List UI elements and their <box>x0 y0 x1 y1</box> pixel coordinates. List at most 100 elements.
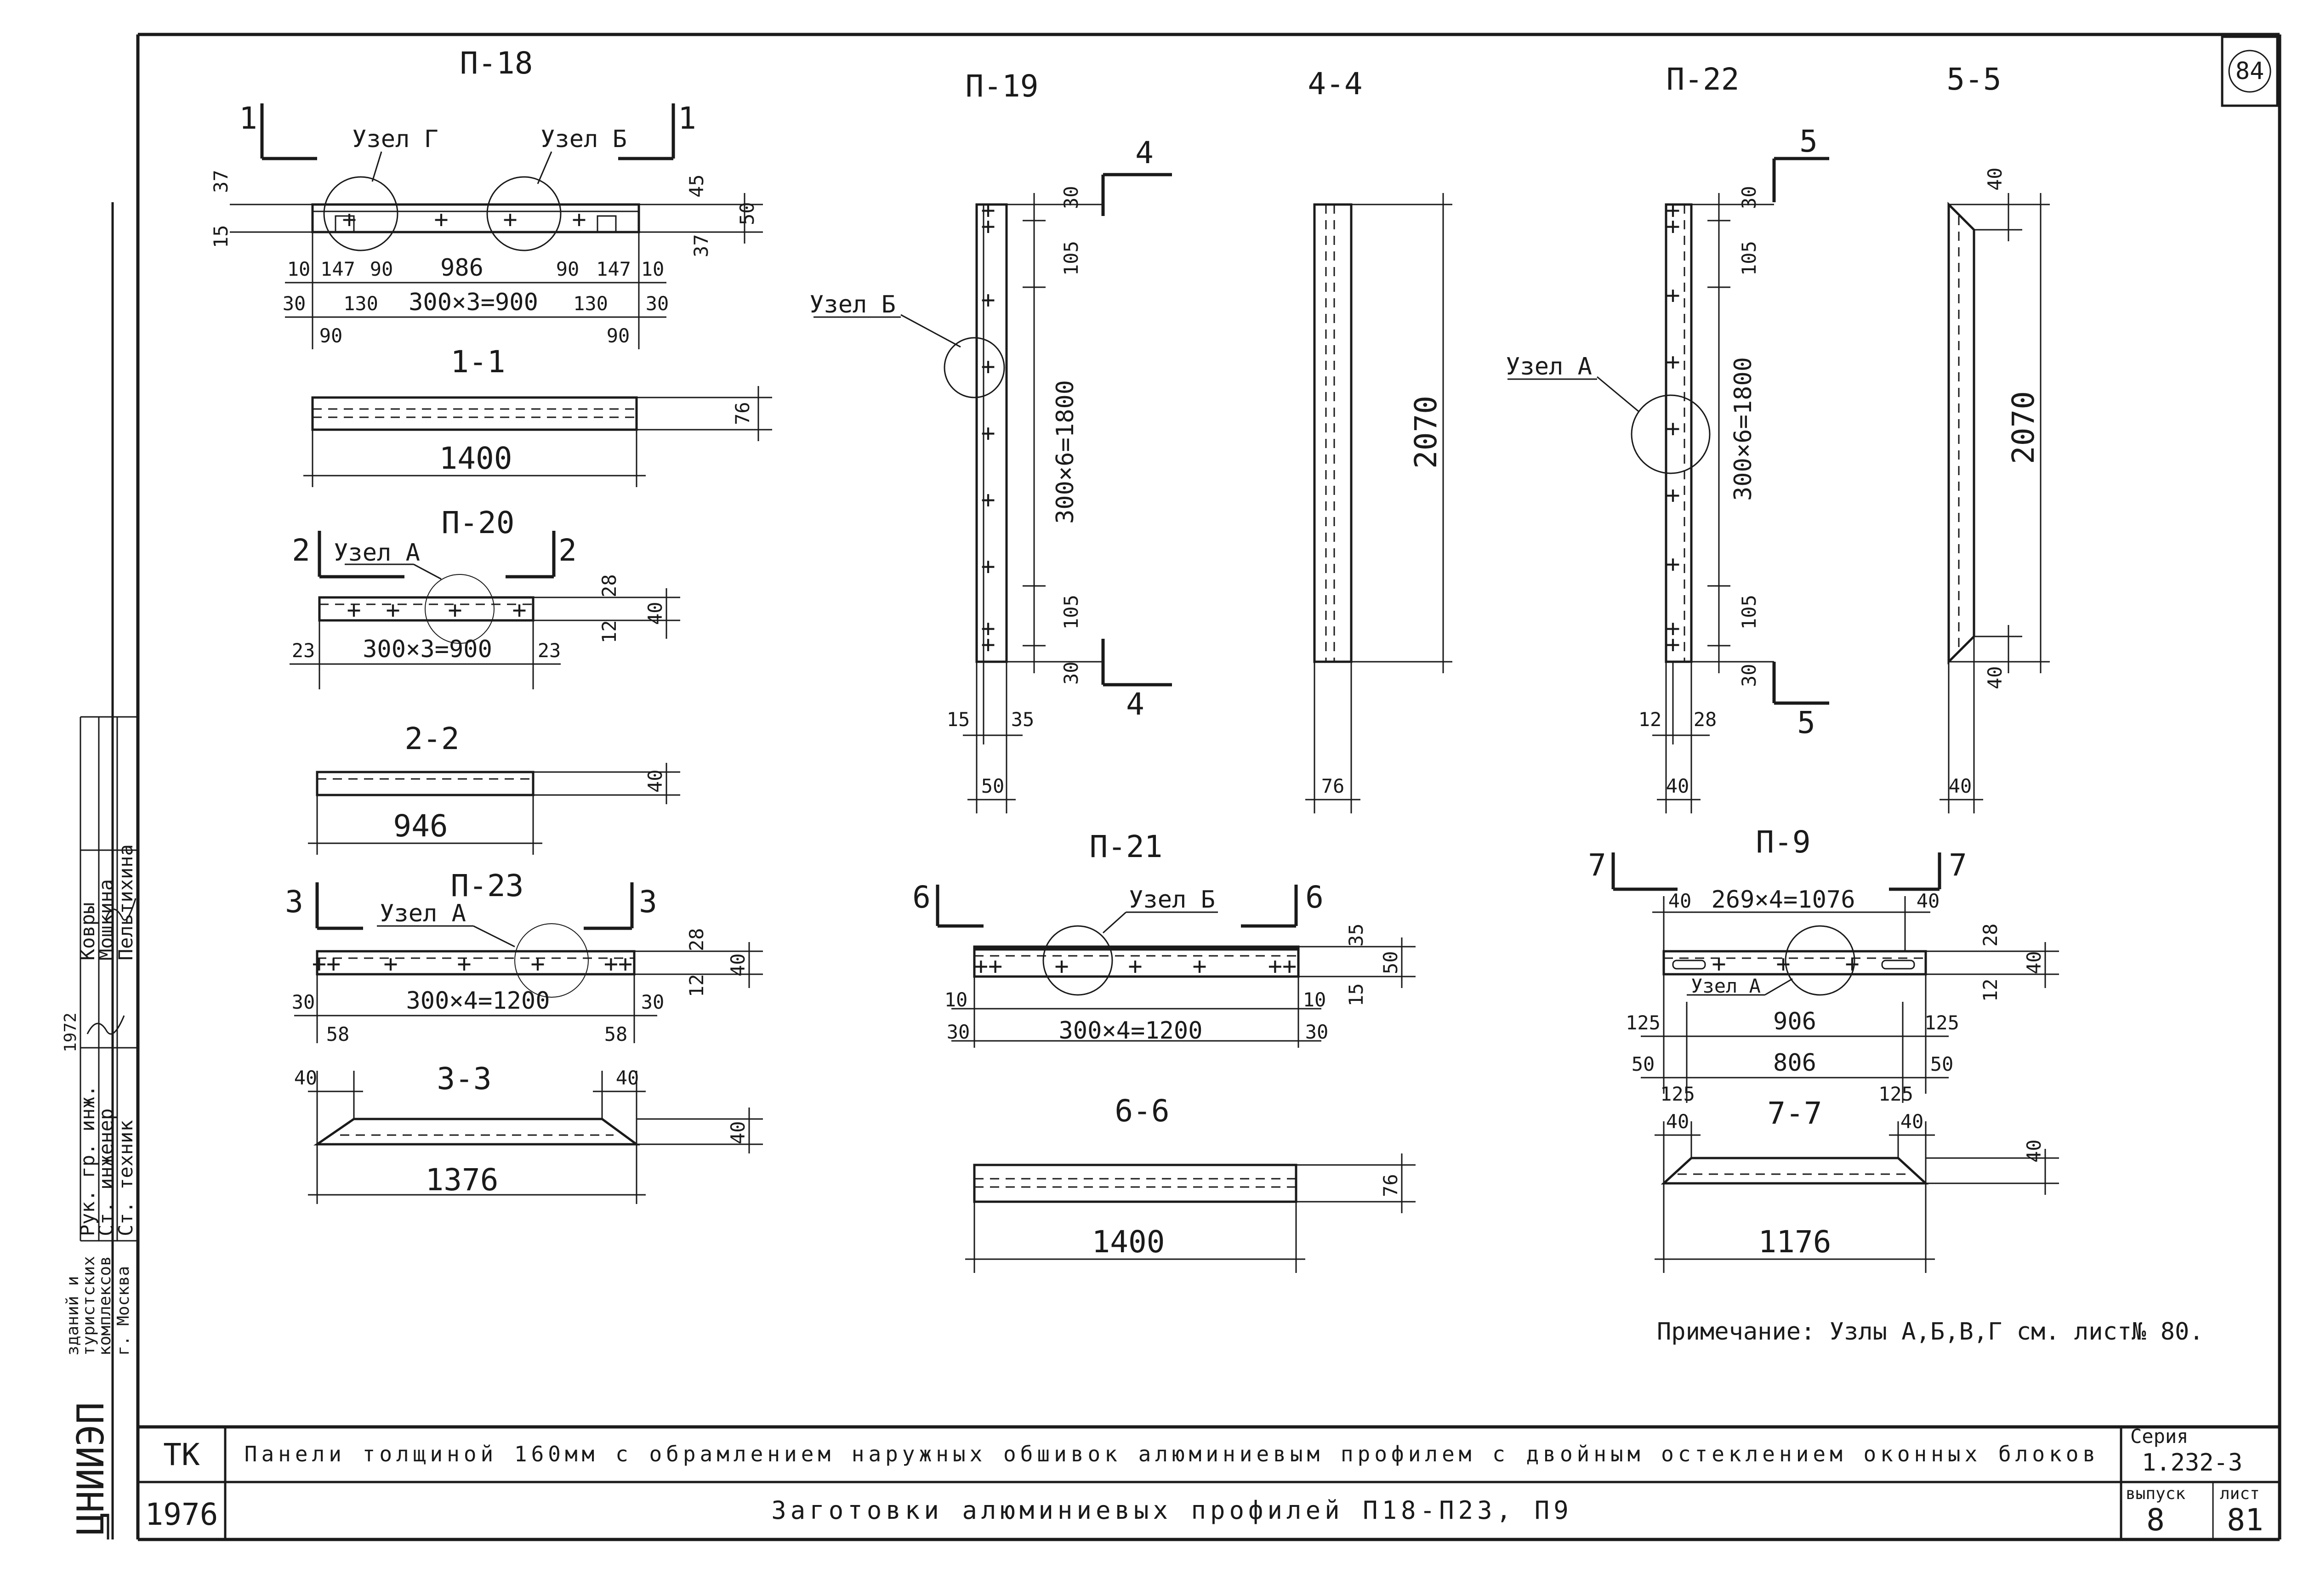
p9-dim-row1-3: 125 <box>1924 1011 1959 1034</box>
sec33-dim-length: 1376 <box>426 1162 499 1198</box>
sheet-number: 84 <box>2235 57 2264 85</box>
p19-node: Узел Б <box>809 291 896 318</box>
svg-text:+: + <box>1666 482 1680 509</box>
svg-text:+: + <box>1666 282 1680 309</box>
p19-dim-width: 50 <box>981 775 1005 797</box>
p18-dim-right-c: 37 <box>690 234 712 257</box>
svg-text:+: + <box>981 486 995 514</box>
p21-dim-right-a: 10 <box>1303 988 1326 1011</box>
p18-dim-row2-4: 130 <box>573 292 608 315</box>
p23-dim-left: 30 <box>292 991 315 1013</box>
p22-dim-edge-bot: 105 <box>1738 595 1760 630</box>
p23-node: Узел А <box>380 900 466 927</box>
p18-dim-row1-1: 10 <box>287 258 311 280</box>
p18-dim-row1-7: 10 <box>641 258 665 280</box>
sheet-number-box: 84 <box>2221 35 2279 107</box>
sheet-frame <box>107 33 2281 1541</box>
p21-dim-top: 35 <box>1345 923 1367 947</box>
p18-dim-row1-2: 147 <box>320 258 355 280</box>
p18-dim-top-a: 37 <box>210 170 232 193</box>
p22-label: П-22 <box>1667 62 1740 97</box>
p19-dim-w2: 35 <box>1011 708 1035 731</box>
svg-text:++: ++ <box>974 953 1003 980</box>
p20-cut-mark-right: 2 <box>558 533 577 568</box>
p23-dim-row2-1: 58 <box>326 1023 350 1045</box>
stamp-year: 1972 <box>61 1012 80 1052</box>
svg-text:+: + <box>981 420 995 447</box>
title-block-sub-title: Заготовки алюминиевых профилей П18-П23, … <box>771 1496 1572 1525</box>
p20-dim-right: 23 <box>538 639 561 662</box>
sheet-value: 81 <box>2227 1502 2263 1538</box>
svg-text:+: + <box>434 206 448 233</box>
p9-dim-height: 40 <box>2023 951 2045 974</box>
svg-text:+: + <box>981 553 995 580</box>
svg-text:+: + <box>981 197 995 224</box>
view-p23: П-23 3 3 Узел А ++ + + + ++ 28 40 12 30 … <box>285 868 763 1045</box>
sec66-dim-height: 76 <box>1379 1174 1402 1197</box>
svg-text:+: + <box>572 206 586 233</box>
p9-dim-row2-1: 50 <box>1632 1053 1655 1075</box>
svg-text:+: + <box>383 950 398 978</box>
p20-dim-left: 23 <box>292 639 315 662</box>
sheet-label: лист <box>2220 1484 2260 1503</box>
p22-node: Узел А <box>1506 353 1592 381</box>
p19-dim-edge-top: 105 <box>1060 241 1082 276</box>
svg-text:+: + <box>1666 631 1680 659</box>
sec33-dim-chamfer-left: 40 <box>294 1067 318 1089</box>
sec33-dim-height: 40 <box>727 1121 749 1144</box>
sec44-dim-width: 76 <box>1321 775 1345 797</box>
p9-dim-right: 40 <box>1917 890 1940 912</box>
p22-dim-edge-top: 105 <box>1738 241 1760 276</box>
svg-text:+: + <box>981 213 995 240</box>
p19-dim-w1: 15 <box>947 708 970 731</box>
stamp-role-1: Рук. гр. инж. <box>76 1085 99 1236</box>
stamp-name-1: Ковры <box>76 903 99 960</box>
svg-text:+: + <box>1666 197 1680 224</box>
svg-text:+: + <box>512 596 526 624</box>
signature-1 <box>86 1015 125 1035</box>
svg-text:+: + <box>1666 551 1680 578</box>
series-label: Серия <box>2130 1425 2188 1448</box>
svg-text:+: + <box>386 596 400 624</box>
svg-text:++: ++ <box>312 950 341 978</box>
series-value: 1.232-3 <box>2142 1449 2242 1477</box>
p23-dim-right: 30 <box>641 991 665 1013</box>
view-p22: П-22 5 5 + + + + + + + + + Узел А 30 105… <box>1506 62 1829 813</box>
p23-dim-top: 28 <box>685 928 708 951</box>
sheet-note: Примечание: Узлы А,Б,В,Г см. лист№ 80. <box>1657 1318 2204 1346</box>
svg-text:+: + <box>342 206 356 233</box>
p20-dim-height: 40 <box>644 602 666 625</box>
p9-dim-row1-2: 906 <box>1773 1008 1816 1035</box>
stamp-org-desc-3: комплексов <box>96 1256 114 1356</box>
view-section-2-2: 2-2 40 946 <box>308 721 680 855</box>
svg-text:++: ++ <box>1268 953 1297 980</box>
signature-2 <box>105 898 137 921</box>
p18-dim-row2-1: 30 <box>283 292 306 315</box>
svg-text:++: ++ <box>604 950 633 978</box>
sec44-label: 4-4 <box>1308 66 1362 102</box>
sec22-dim-length: 946 <box>393 808 448 844</box>
p20-dim-bottom: 12 <box>598 620 620 643</box>
p9-dim-row1-1: 125 <box>1626 1011 1661 1034</box>
p23-dim-height: 40 <box>727 953 749 977</box>
p9-node: Узел А <box>1691 975 1761 997</box>
p22-dim-top: 30 <box>1738 186 1760 209</box>
p23-cut-mark-right: 3 <box>639 884 657 920</box>
sec11-dim-height: 76 <box>731 402 754 425</box>
p21-cut-mark-right: 6 <box>1305 880 1324 915</box>
p22-dim-bottom: 30 <box>1738 664 1760 687</box>
p18-dim-row1-5: 90 <box>556 258 580 280</box>
p18-cut-mark-right: 1 <box>678 101 696 136</box>
p21-dim-right-b: 30 <box>1305 1021 1329 1043</box>
p22-dim-w2: 28 <box>1694 708 1717 731</box>
svg-text:+: + <box>530 950 545 978</box>
p20-label: П-20 <box>442 505 515 540</box>
stamp-org-desc-4: г. Москва <box>114 1266 133 1356</box>
svg-text:+: + <box>457 950 471 978</box>
sec11-dim-length: 1400 <box>439 441 512 476</box>
p23-dim-bottom: 12 <box>685 974 708 997</box>
p21-dim-bottom: 15 <box>1345 983 1367 1006</box>
p9-dim-bottom: 12 <box>1979 978 2002 1002</box>
sec55-dim-width: 40 <box>1949 775 1972 797</box>
